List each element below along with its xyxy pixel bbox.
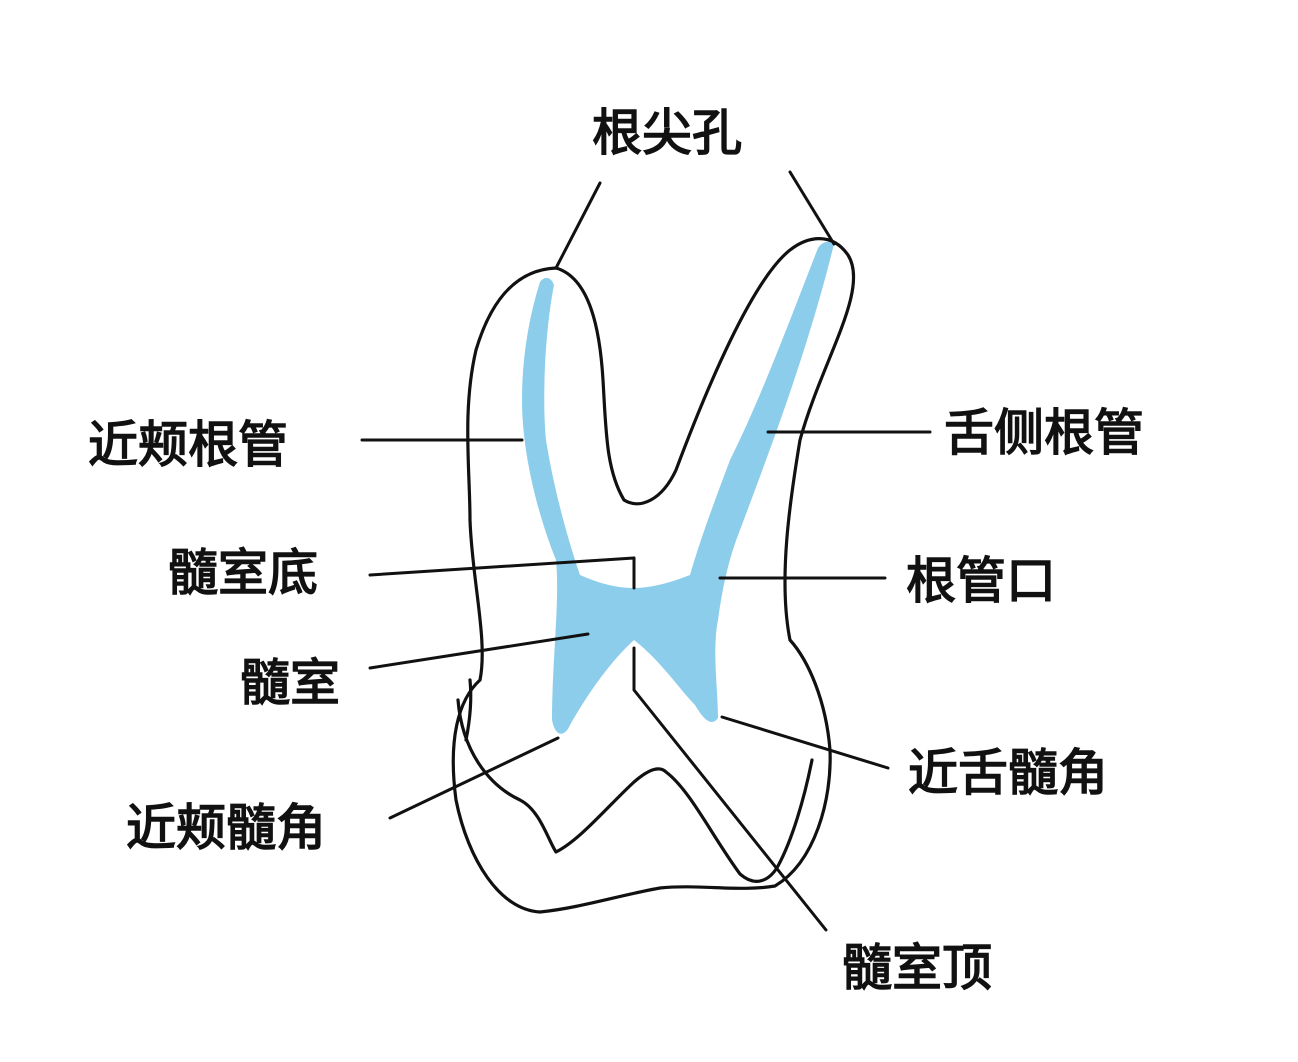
label-mesiolingual-pulp-horn: 近舌髓角 [908, 744, 1108, 802]
leader-mb-horn [388, 736, 560, 820]
leader-apical-left [554, 181, 602, 270]
leader-pulp-roof [632, 646, 828, 932]
label-pulp-floor: 髓室底 [168, 544, 318, 602]
leader-pulp-floor [368, 556, 636, 577]
label-canal-orifice: 根管口 [906, 552, 1056, 610]
label-buccal-root-canal: 近颊根管 [88, 416, 288, 474]
label-pulp-roof: 髓室顶 [842, 939, 992, 997]
leader-pulp-chamber [368, 632, 590, 670]
leader-apical-right [788, 170, 836, 246]
leader-ml-horn [720, 715, 890, 770]
crown-inner-left [464, 678, 473, 742]
label-apical-foramen: 根尖孔 [592, 104, 742, 162]
crown-inner-line [456, 698, 814, 883]
pulp-cavity [522, 241, 834, 734]
label-mesiobuccal-pulp-horn: 近颊髓角 [126, 799, 326, 857]
label-pulp-chamber: 髓室 [240, 654, 340, 712]
label-lingual-root-canal: 舌侧根管 [944, 404, 1144, 462]
